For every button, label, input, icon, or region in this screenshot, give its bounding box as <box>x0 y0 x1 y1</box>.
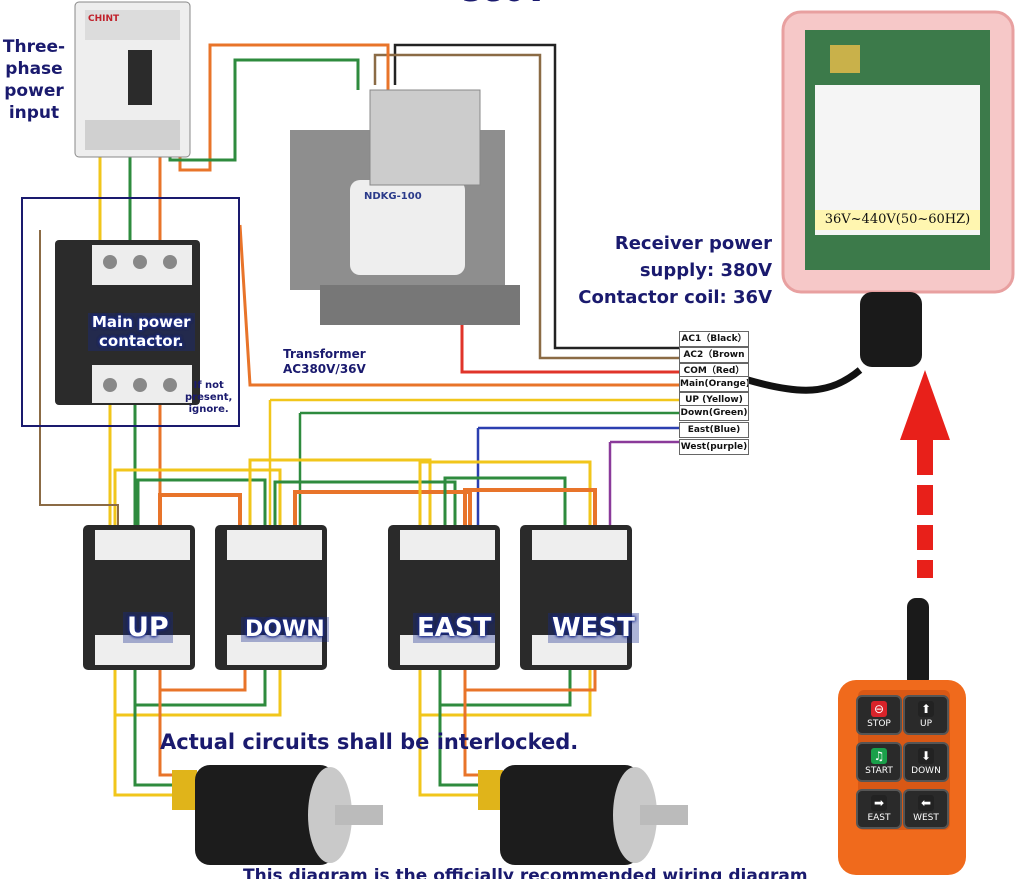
contactor-east-label: EAST <box>413 613 496 643</box>
remote-control <box>838 598 966 875</box>
motor-left <box>172 765 383 865</box>
remote-button-label: DOWN <box>911 766 941 776</box>
wire-label-ac1: AC1（Black） <box>679 331 749 347</box>
contactor-west-label: WEST <box>548 613 639 643</box>
transformer-line: AC380V/36V <box>283 362 366 376</box>
note-line: If not <box>193 380 224 391</box>
interconnect-wires <box>113 458 597 545</box>
remote-east-button[interactable]: ➡ EAST <box>856 789 902 829</box>
note-line: present, <box>185 392 233 403</box>
main-contactor <box>55 240 200 405</box>
power-input-label: Three- phase power input <box>2 36 66 124</box>
contactor-west-body <box>520 525 632 670</box>
if-not-present-note: If not present, ignore. <box>185 380 232 416</box>
remote-button-label: STOP <box>867 719 891 729</box>
circuit-breaker <box>74 1 191 158</box>
motor-wires <box>39 230 597 797</box>
bell-icon: ♫ <box>871 748 887 764</box>
remote-stop-button[interactable]: ⊖ STOP <box>856 695 902 735</box>
contactor-up-label: UP <box>123 612 173 643</box>
receiver-voltage: 36V~440V(50~60HZ) <box>815 210 980 230</box>
arrow-right-icon: ➡ <box>871 795 887 811</box>
contactor-down-body <box>215 525 327 670</box>
wire-label-down: Down(Green) <box>679 405 749 421</box>
contactor-down-label: DOWN <box>241 617 329 642</box>
wire-label-com: COM（Red） <box>679 363 749 379</box>
motor-right <box>478 765 688 865</box>
power-input-line: Three- <box>2 37 66 57</box>
arrow-up-icon: ⬆ <box>918 701 934 717</box>
transformer-label: Transformer AC380V/36V <box>283 347 366 377</box>
signal-arrow <box>900 370 950 578</box>
receiver-info: Receiver power supply: 380V Contactor co… <box>568 230 772 311</box>
wire-label-main: Main(Orange) <box>679 376 749 392</box>
breaker-brand: CHINT <box>88 14 120 24</box>
remote-button-label: EAST <box>867 813 891 823</box>
arrow-left-icon: ⬅ <box>918 795 934 811</box>
arrow-down-icon: ⬇ <box>918 748 934 764</box>
receiver-info-line: supply: 380V <box>639 260 772 281</box>
power-input-line: phase <box>5 59 63 79</box>
stop-icon: ⊖ <box>871 701 887 717</box>
remote-up-button[interactable]: ⬆ UP <box>903 695 949 735</box>
main-contactor-line: Main power <box>92 313 191 331</box>
bottom-note: This diagram is the officially recommend… <box>243 866 808 879</box>
wire-label-east: East(Blue) <box>679 422 749 438</box>
note-line: ignore. <box>188 404 229 415</box>
receiver-info-line: Receiver power <box>614 233 772 254</box>
remote-start-button[interactable]: ♫ START <box>856 742 902 782</box>
power-input-line: input <box>8 103 60 123</box>
transformer <box>290 89 520 325</box>
interlock-note: Actual circuits shall be interlocked. <box>160 730 579 754</box>
main-contactor-line: contactor. <box>99 332 184 350</box>
transformer-model: NDKG-100 <box>364 191 422 202</box>
contactor-east-body <box>388 525 500 670</box>
top-partial-title: 380V <box>462 0 548 9</box>
wire-label-ac2: AC2（Brown <box>679 347 749 363</box>
remote-button-label: START <box>865 766 893 776</box>
transformer-line: Transformer <box>283 347 366 361</box>
remote-button-label: UP <box>919 719 932 729</box>
receiver-info-line: Contactor coil: 36V <box>578 287 772 308</box>
contactor-up-body <box>83 525 195 670</box>
receiver-unit <box>781 10 1015 367</box>
remote-west-button[interactable]: ⬅ WEST <box>903 789 949 829</box>
remote-down-button[interactable]: ⬇ DOWN <box>903 742 949 782</box>
wire-label-west: West(purple) <box>679 439 749 455</box>
main-contactor-label: Main power contactor. <box>88 313 195 351</box>
main-contactor-box <box>21 197 240 427</box>
remote-button-label: WEST <box>913 813 939 823</box>
power-input-line: power <box>4 81 64 101</box>
